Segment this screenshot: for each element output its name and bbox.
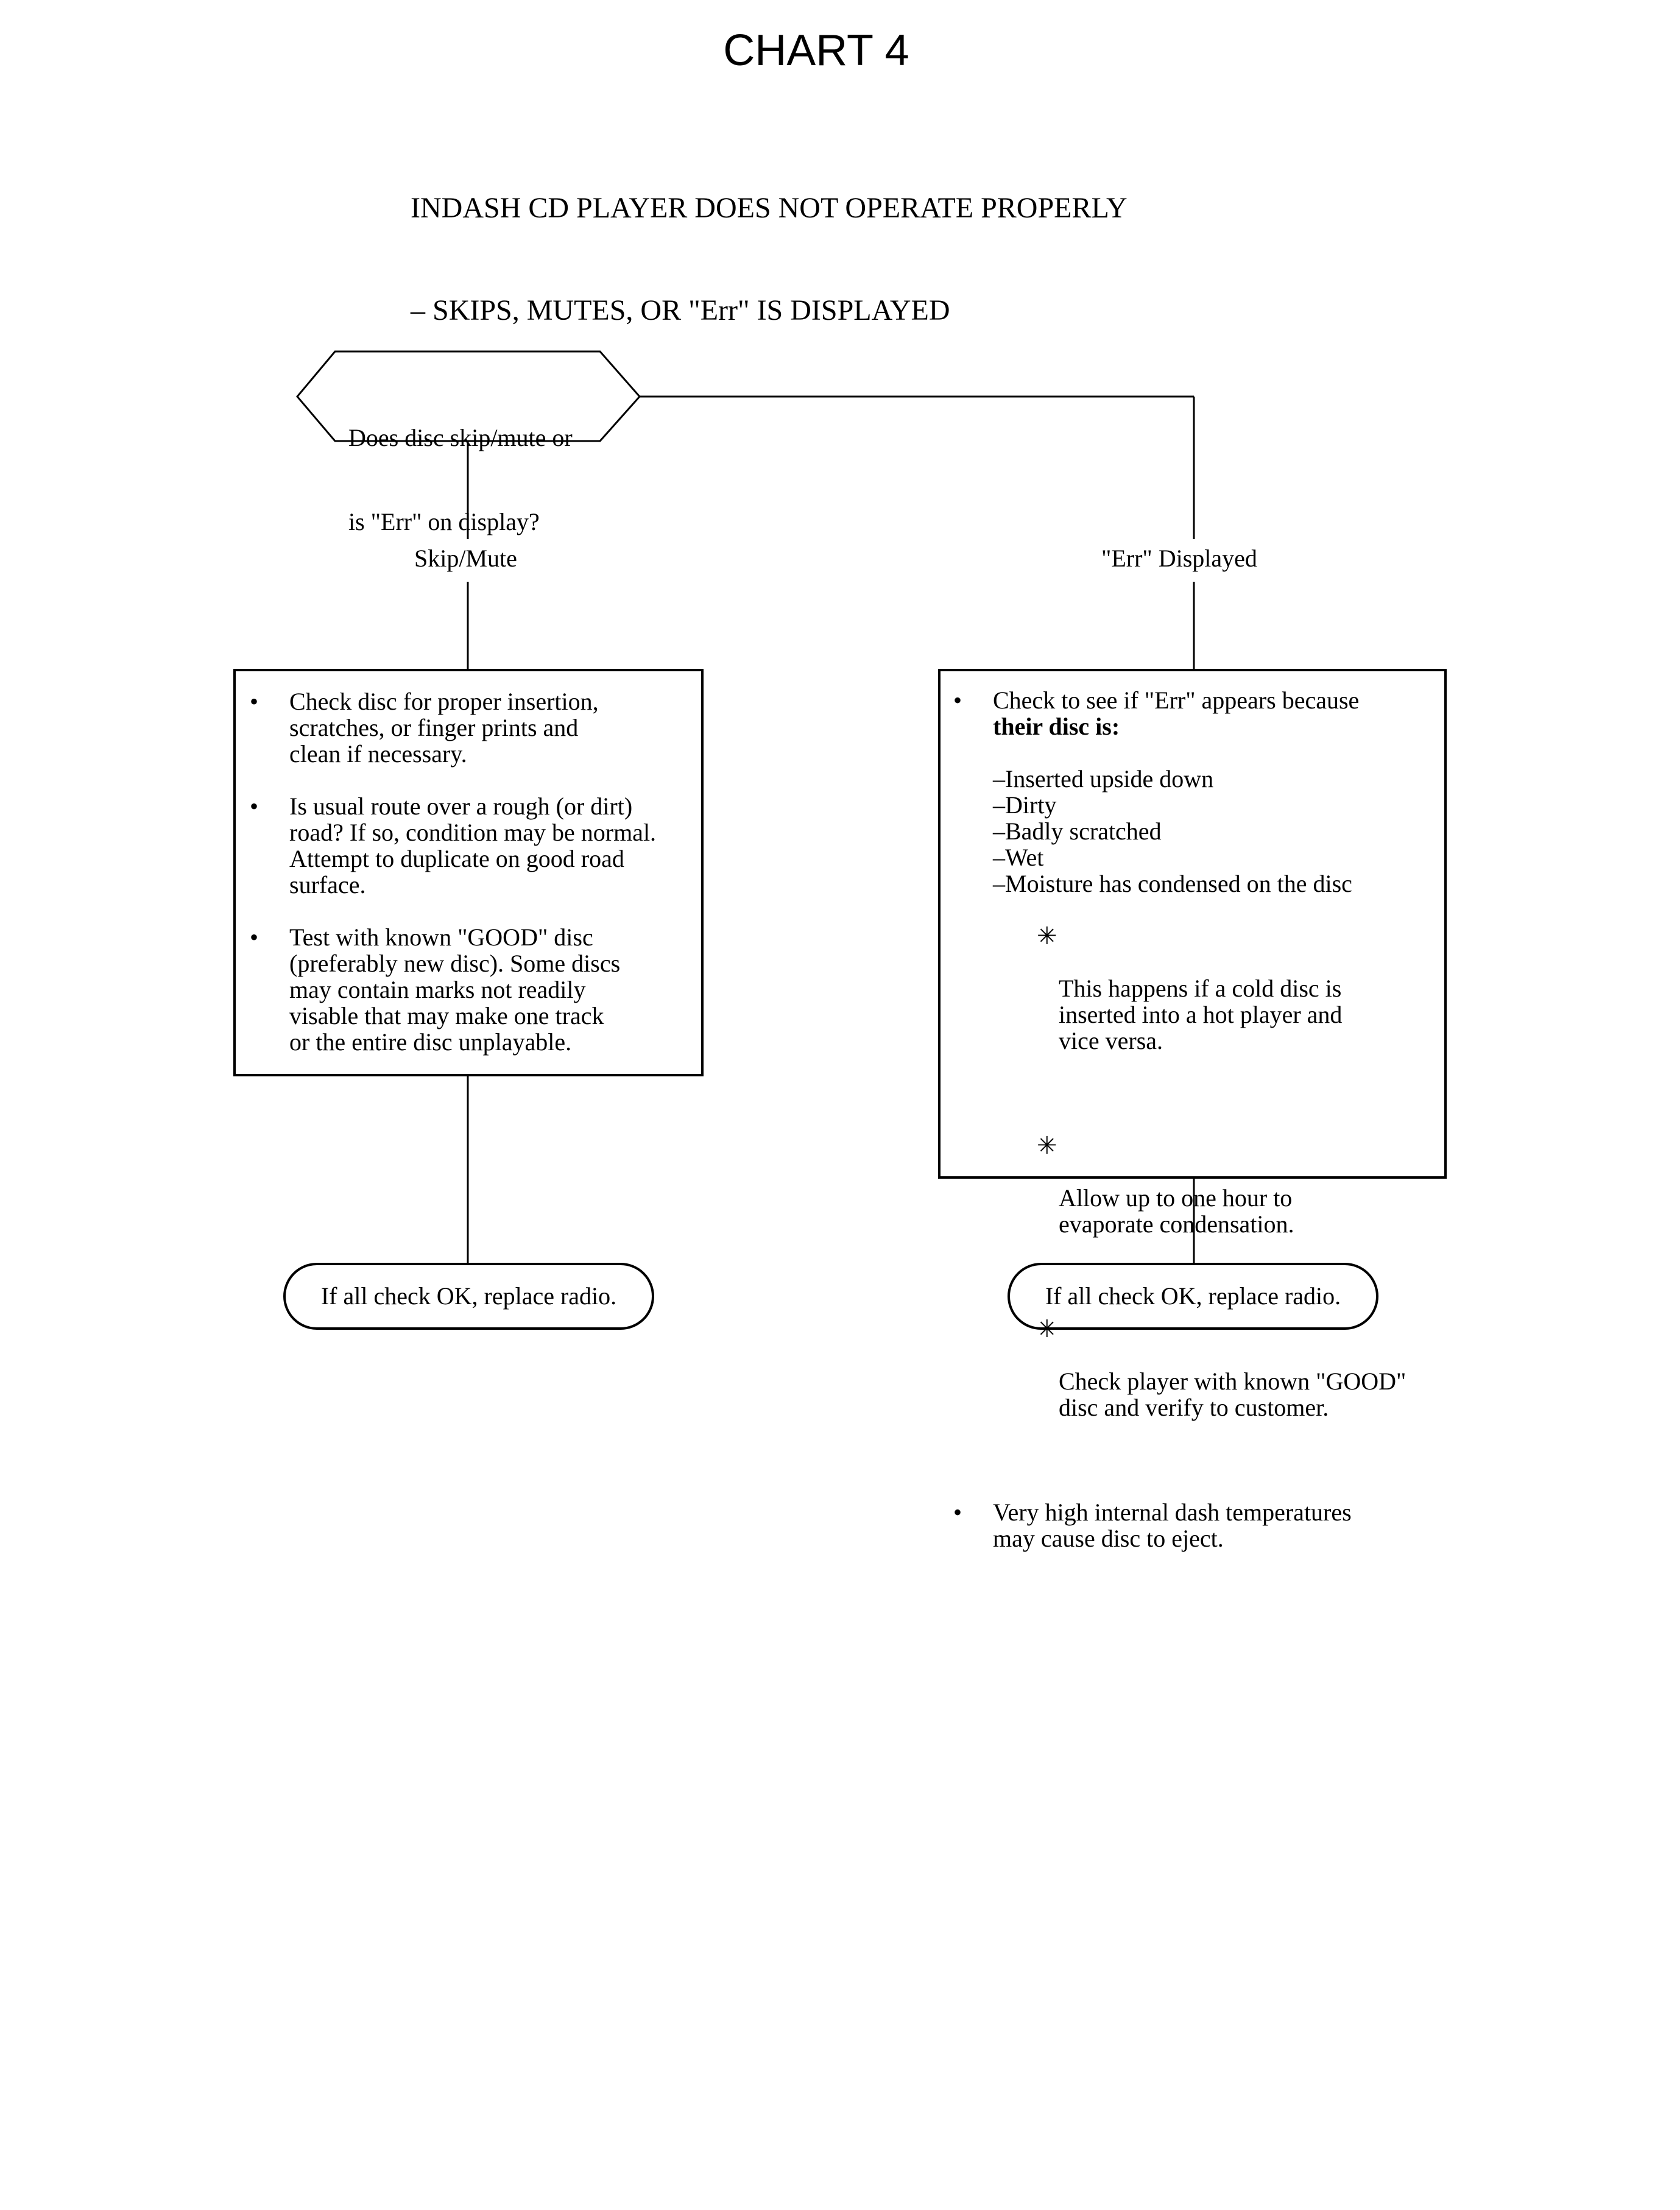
- decision-line-1: Does disc skip/mute or: [348, 424, 573, 451]
- note-text: Allow up to one hour to evaporate conden…: [1059, 1184, 1294, 1238]
- right-bullet-intro: • Check to see if "Err" appears because …: [941, 687, 1441, 740]
- right-intro-bold: their disc is:: [993, 713, 1120, 740]
- decision-question: Does disc skip/mute or is "Err" on displ…: [348, 368, 573, 564]
- asterisk-icon: ✳: [1037, 922, 1057, 950]
- right-bullet-item: • Very high internal dash temperatures m…: [941, 1499, 1441, 1552]
- right-box-content: • Check to see if "Err" appears because …: [941, 687, 1441, 1552]
- chart-title: CHART 4: [723, 26, 909, 75]
- heading-line-2: – SKIPS, MUTES, OR "Err" IS DISPLAYED: [411, 294, 950, 327]
- condition-list: –Inserted upside down –Dirty –Badly scra…: [941, 766, 1441, 1473]
- asterisk-icon: ✳: [1037, 1132, 1057, 1159]
- note-text: This happens if a cold disc is inserted …: [1059, 975, 1343, 1054]
- branch-label-err-displayed: "Err" Displayed: [1101, 545, 1257, 572]
- note-text: Check player with known "GOOD" disc and …: [1059, 1368, 1406, 1421]
- right-terminal-shape: [1008, 1263, 1378, 1330]
- left-terminal-text: If all check OK, replace radio.: [320, 1282, 617, 1310]
- note-item: ✳ Check player with known "GOOD" disc an…: [993, 1290, 1441, 1473]
- right-terminal-text: If all check OK, replace radio.: [1045, 1282, 1341, 1310]
- left-terminal-shape: [283, 1263, 654, 1330]
- left-bullet-item: • Is usual route over a rough (or dirt) …: [238, 793, 701, 898]
- bullet-dot: •: [953, 1499, 962, 1526]
- condition-item: –Inserted upside down: [993, 765, 1214, 793]
- note-item: ✳ This happens if a cold disc is inserte…: [993, 897, 1441, 1106]
- right-intro-text: Check to see if "Err" appears because: [993, 687, 1360, 714]
- right-last-bullet-text: Very high internal dash temperatures may…: [993, 1499, 1352, 1552]
- asterisk-icon: ✳: [1037, 1315, 1057, 1343]
- branch-label-skip-mute: Skip/Mute: [414, 545, 517, 572]
- left-box-content: • Check disc for proper insertion, scrat…: [238, 688, 701, 1055]
- condition-item: –Wet: [993, 844, 1044, 871]
- heading-line-1: INDASH CD PLAYER DOES NOT OPERATE PROPER…: [411, 192, 1128, 224]
- bullet-dot: •: [250, 688, 259, 715]
- decision-line-2: is "Err" on display?: [348, 508, 540, 535]
- condition-item: –Badly scratched: [993, 817, 1162, 845]
- left-bullet-item: • Test with known "GOOD" disc (preferabl…: [238, 924, 701, 1055]
- bullet-dot: •: [250, 923, 259, 951]
- bullet-dot: •: [250, 793, 259, 820]
- note-item: ✳ Allow up to one hour to evaporate cond…: [993, 1106, 1441, 1290]
- left-bullet-item: • Check disc for proper insertion, scrat…: [238, 688, 701, 767]
- bullet-dot: •: [953, 687, 962, 714]
- diagram-heading: INDASH CD PLAYER DOES NOT OPERATE PROPER…: [411, 123, 1128, 362]
- left-bullet-text: Check disc for proper insertion, scratch…: [289, 688, 599, 768]
- condition-item: –Moisture has condensed on the disc: [993, 870, 1352, 897]
- left-bullet-text: Is usual route over a rough (or dirt) ro…: [289, 793, 657, 898]
- left-bullet-text: Test with known "GOOD" disc (preferably …: [289, 923, 621, 1056]
- condition-item: –Dirty: [993, 791, 1057, 819]
- right-action-box: [938, 669, 1447, 1179]
